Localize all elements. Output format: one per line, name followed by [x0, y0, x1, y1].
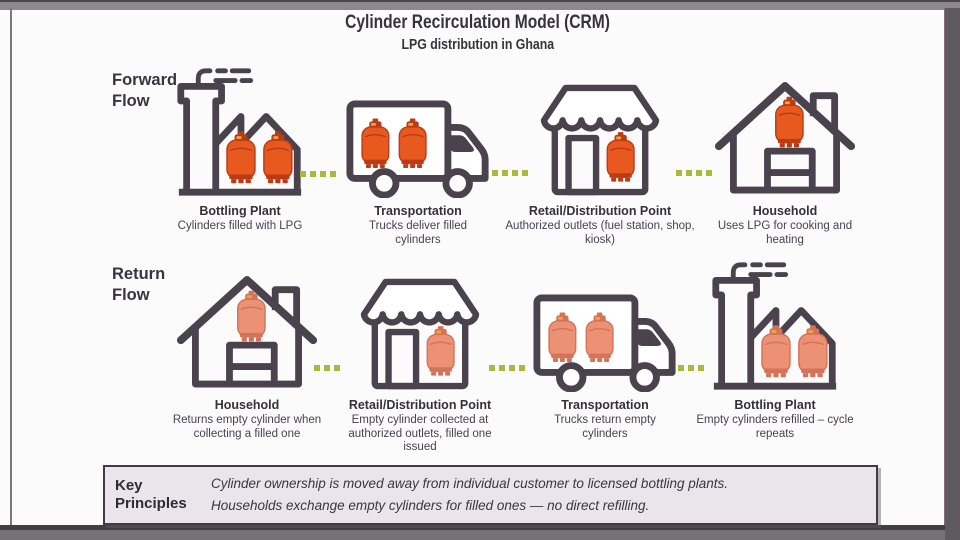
- stage-title: Bottling Plant: [199, 204, 281, 218]
- page-title: Cylinder Recirculation Model (CRM): [345, 12, 610, 33]
- lpg-cylinder-icon: [607, 132, 635, 182]
- flow-dots: [300, 171, 336, 177]
- key-principles-box: Key Principles Cylinder ownership is mov…: [103, 465, 878, 525]
- lpg-cylinder-icon: [226, 131, 255, 184]
- flow-dots: [676, 170, 712, 176]
- stage-title: Bottling Plant: [734, 398, 816, 412]
- stage-forward-bottling-plant: Bottling Plant Cylinders filled with LPG: [150, 66, 330, 234]
- stage-title: Retail/Distribution Point: [528, 204, 672, 218]
- truck-icon: [345, 100, 489, 198]
- stage-title: Transportation: [561, 398, 649, 412]
- window-right-bar: [944, 8, 960, 540]
- stage-return-household: Household Returns empty cylinder when co…: [152, 262, 342, 441]
- stage-desc: Empty cylinders refilled – cycle repeats: [696, 414, 854, 440]
- stage-desc: Cylinders filled with LPG: [177, 220, 303, 232]
- window-bottom-bar: [0, 525, 945, 540]
- stage-title: Household: [214, 398, 280, 412]
- factory-icon: [177, 68, 302, 196]
- stage-return-retail: Retail/Distribution Point Empty cylinder…: [325, 262, 515, 455]
- slide-left-rule: [10, 8, 12, 525]
- flow-dots: [678, 365, 704, 371]
- lpg-cylinder-icon: [761, 325, 790, 378]
- header: Cylinder Recirculation Model (CRM) LPG d…: [10, 12, 945, 53]
- page-subtitle: LPG distribution in Ghana: [401, 37, 554, 53]
- window-top-bar: [0, 0, 960, 10]
- lpg-cylinder-icon: [237, 290, 266, 342]
- factory-icon: [712, 262, 837, 390]
- stage-forward-transportation: Transportation Trucks deliver filled cyl…: [333, 66, 503, 247]
- stage-title: Retail/Distribution Point: [348, 398, 492, 412]
- house-icon: [176, 276, 318, 388]
- forward-flow-label: Forward Flow: [112, 71, 178, 110]
- flow-dots: [492, 170, 528, 176]
- stage-title: Household: [752, 204, 818, 218]
- truck-icon: [532, 294, 676, 392]
- flow-dots: [489, 365, 525, 371]
- lpg-cylinder-icon: [775, 96, 804, 148]
- stage-desc: Returns empty cylinder when collecting a…: [172, 414, 322, 440]
- key-principle-2: Households exchange empty cylinders for …: [211, 498, 650, 513]
- stage-desc: Trucks deliver filled cylinders: [369, 220, 467, 246]
- stage-desc: Authorized outlets (fuel station, shop, …: [505, 220, 695, 246]
- flow-dots: [314, 365, 340, 371]
- stage-return-bottling-plant: Bottling Plant Empty cylinders refilled …: [685, 260, 865, 441]
- stage-forward-retail: Retail/Distribution Point Authorized out…: [500, 66, 700, 247]
- stage-desc: Empty cylinder collected at authorized o…: [348, 414, 492, 454]
- house-icon: [714, 82, 856, 194]
- return-flow-label: Return Flow: [112, 265, 166, 304]
- shop-icon: [360, 278, 480, 390]
- shop-icon: [540, 84, 660, 196]
- key-principles-label: Key Principles: [115, 477, 187, 512]
- stage-desc: Trucks return empty cylinders: [554, 414, 656, 440]
- stage-return-transportation: Transportation Trucks return empty cylin…: [520, 262, 690, 441]
- stage-forward-household: Household Uses LPG for cooking and heati…: [705, 66, 865, 247]
- stage-desc: Uses LPG for cooking and heating: [717, 220, 853, 246]
- key-principle-1: Cylinder ownership is moved away from in…: [211, 476, 728, 492]
- key-principles-text: Cylinder ownership is moved away from in…: [211, 473, 866, 516]
- stage-title: Transportation: [374, 204, 462, 218]
- lpg-cylinder-icon: [427, 326, 455, 376]
